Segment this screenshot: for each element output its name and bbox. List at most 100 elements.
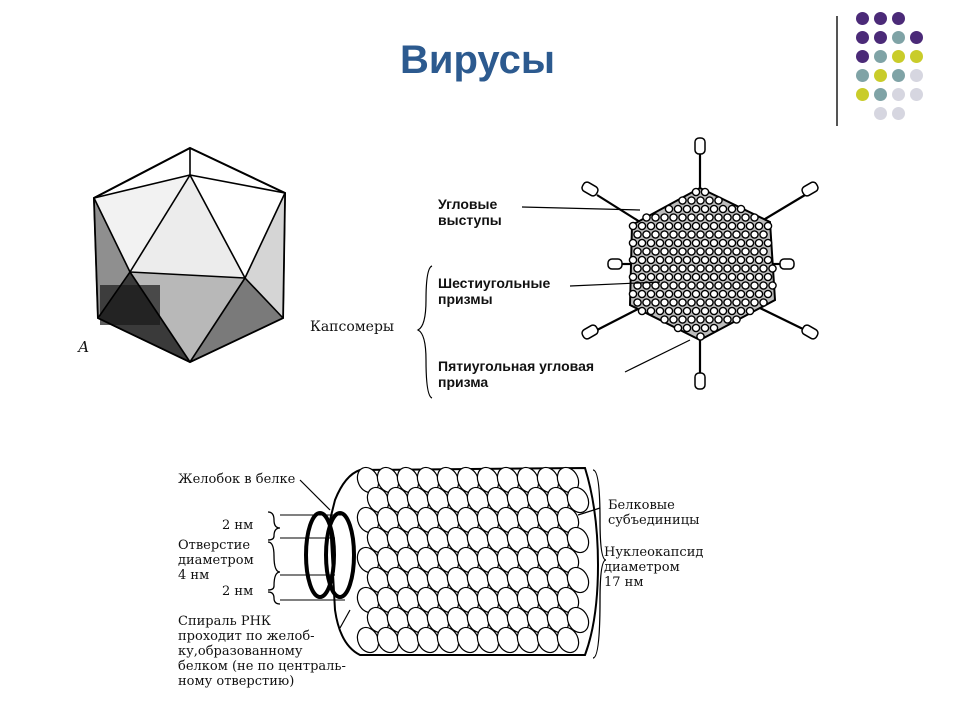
capsomer bbox=[718, 204, 728, 214]
capsomer bbox=[669, 315, 678, 324]
capsomer bbox=[741, 281, 750, 290]
capsomer bbox=[691, 221, 701, 231]
capsomer bbox=[732, 213, 741, 222]
capsomer bbox=[709, 306, 719, 316]
capsomer bbox=[669, 264, 678, 273]
capsomer bbox=[664, 306, 674, 316]
decor-dot bbox=[874, 107, 887, 120]
capsomer bbox=[673, 238, 683, 248]
capsomer bbox=[705, 247, 714, 256]
decor-dot bbox=[892, 12, 905, 25]
capsomer bbox=[759, 230, 768, 239]
capsomer bbox=[723, 213, 732, 222]
capsomer bbox=[736, 289, 746, 299]
capsomer bbox=[642, 213, 651, 222]
capsomer bbox=[714, 298, 723, 307]
capsomer bbox=[664, 221, 674, 231]
capsomer bbox=[637, 306, 647, 316]
capsomer bbox=[723, 264, 732, 273]
decor-dot bbox=[910, 88, 923, 101]
label-corner-projections-text: Угловые выступы bbox=[438, 196, 502, 228]
capsomer bbox=[669, 213, 678, 222]
capsomer bbox=[754, 289, 764, 299]
capsomer bbox=[750, 281, 759, 290]
capsomer bbox=[669, 298, 678, 307]
capsomer bbox=[660, 247, 669, 256]
capsomer bbox=[705, 315, 714, 324]
capsomer bbox=[642, 298, 651, 307]
capsomer bbox=[691, 238, 701, 248]
capsomer bbox=[723, 298, 732, 307]
capsid-leaders bbox=[416, 206, 691, 399]
capsomer bbox=[727, 289, 737, 299]
capsomer bbox=[660, 298, 669, 307]
decor-dot bbox=[892, 31, 905, 44]
capsomer bbox=[696, 247, 705, 256]
decor-dot bbox=[892, 50, 905, 63]
capsomer bbox=[718, 306, 728, 316]
capsomer bbox=[696, 264, 705, 273]
decor-dot bbox=[856, 50, 869, 63]
capsomer bbox=[709, 272, 719, 282]
capsomer bbox=[745, 238, 755, 248]
capsomer bbox=[696, 332, 705, 341]
capsomer bbox=[727, 204, 737, 214]
capsomer bbox=[718, 272, 728, 282]
label-rna-spiral-text: Спираль РНК проходит по желоб- ку,образо… bbox=[178, 614, 346, 689]
capsomer bbox=[682, 272, 692, 282]
capsomer bbox=[655, 306, 665, 316]
capsomer bbox=[651, 298, 660, 307]
decor-dot bbox=[910, 69, 923, 82]
capsomer bbox=[669, 281, 678, 290]
label-nucleocapsid: Нуклеокапсид диаметром 17 нм bbox=[604, 545, 703, 590]
slide-title: Вирусы bbox=[400, 38, 556, 82]
capsomer bbox=[678, 281, 687, 290]
capsomer bbox=[718, 289, 728, 299]
capsomer bbox=[736, 221, 746, 231]
capsomer bbox=[736, 204, 746, 214]
capsomer bbox=[655, 221, 665, 231]
protein-subunit bbox=[566, 606, 590, 634]
capsomer bbox=[754, 255, 764, 265]
capsomer bbox=[736, 238, 746, 248]
capsomer bbox=[705, 264, 714, 273]
capsomer bbox=[637, 221, 647, 231]
protein-subunit bbox=[566, 566, 590, 594]
decor-dot bbox=[892, 107, 905, 120]
capsomer bbox=[750, 298, 759, 307]
capsomer bbox=[642, 230, 651, 239]
capsomer bbox=[763, 289, 773, 299]
capsomer bbox=[696, 315, 705, 324]
capsomer bbox=[700, 323, 710, 333]
capsomer bbox=[682, 204, 692, 214]
capsomer bbox=[628, 289, 638, 299]
decor-dot-grid bbox=[848, 12, 948, 152]
capsomer bbox=[763, 238, 773, 248]
capsomer bbox=[687, 247, 696, 256]
capsomer bbox=[682, 306, 692, 316]
capsomer bbox=[646, 306, 656, 316]
capsomer bbox=[687, 264, 696, 273]
capsomer bbox=[732, 315, 741, 324]
capsomer bbox=[664, 204, 674, 214]
decor-dot bbox=[892, 69, 905, 82]
capsomer bbox=[691, 306, 701, 316]
capsomer bbox=[700, 255, 710, 265]
capsomer bbox=[664, 272, 674, 282]
icosahedron-figure bbox=[92, 146, 287, 364]
capsomer bbox=[700, 221, 710, 231]
capsomer bbox=[642, 281, 651, 290]
capsomer bbox=[637, 289, 647, 299]
capsomer bbox=[750, 247, 759, 256]
capsomer bbox=[727, 272, 737, 282]
capsomer bbox=[696, 230, 705, 239]
capsomer bbox=[727, 221, 737, 231]
capsomer bbox=[745, 272, 755, 282]
capsomer bbox=[754, 221, 764, 231]
capsomer bbox=[709, 204, 719, 214]
capsomer bbox=[759, 247, 768, 256]
label-capsomeres: Капсомеры bbox=[310, 319, 395, 335]
decor-dot bbox=[874, 50, 887, 63]
decor-dot bbox=[910, 50, 923, 63]
